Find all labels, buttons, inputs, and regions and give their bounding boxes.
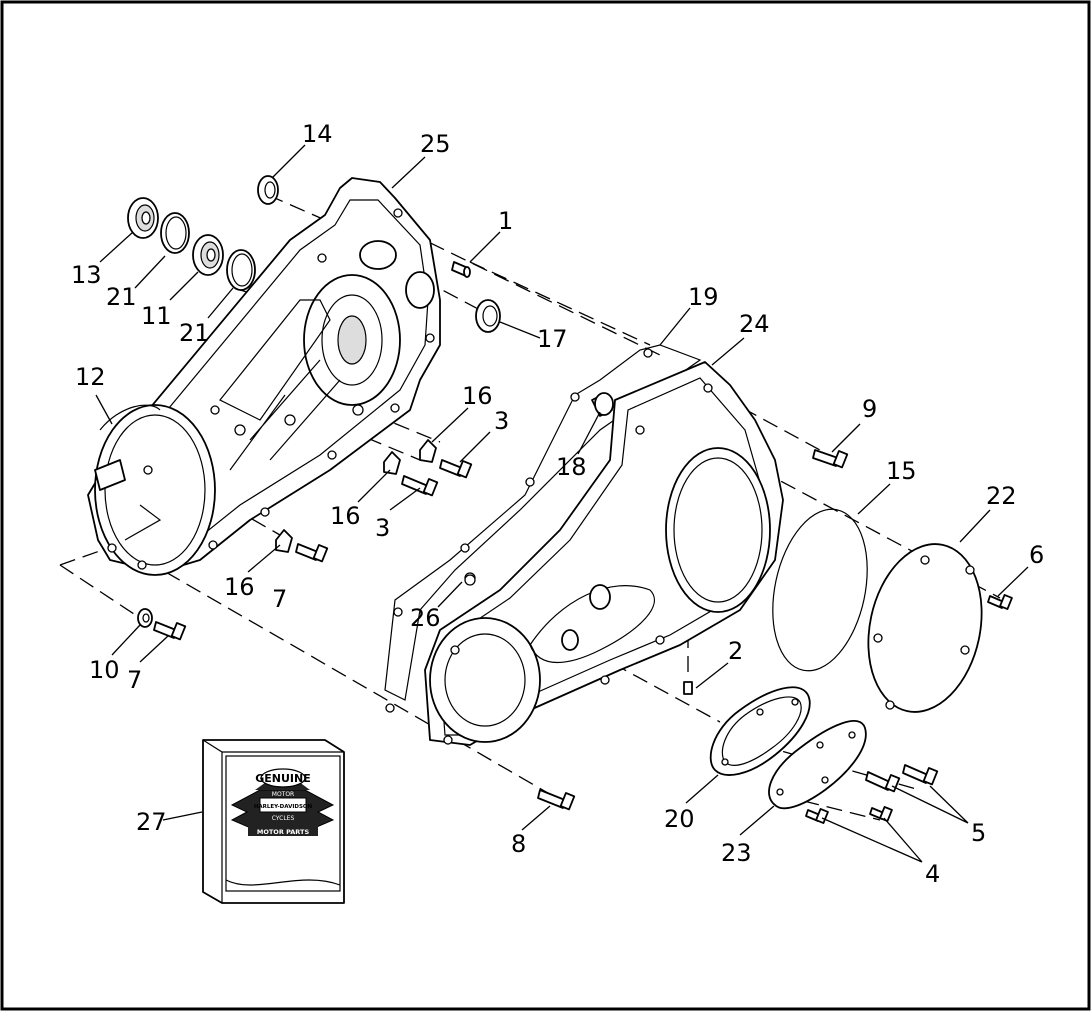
callout-19: 19 [688,283,719,311]
callout-12: 12 [75,363,106,391]
callout-10: 10 [89,656,120,684]
callout-22: 22 [986,482,1017,510]
screw-part-7a [295,543,329,563]
callout-23: 23 [721,839,752,867]
gasket-part-20 [709,686,811,776]
callout-14: 14 [302,120,333,148]
screw-part-3b [401,475,439,497]
inner-primary-cover [87,177,441,576]
retaining-ring-part-21a [160,212,190,254]
callout-2: 2 [728,637,743,665]
lock-tab-part-16b [383,451,401,475]
callout-6: 6 [1029,541,1044,569]
callout-1: 1 [498,207,513,235]
bearing-part-11 [192,234,224,276]
callout-16-middle: 16 [330,502,361,530]
callout-27: 27 [136,808,167,836]
callout-3-upper: 3 [494,407,509,435]
callout-25: 25 [420,130,451,158]
callout-20: 20 [664,805,695,833]
harley-davidson-logo: GENUINE MOTOR HARLEY-DAVIDSON CYCLES MOT… [230,768,335,836]
screw-part-6 [987,594,1013,610]
outer-primary-cover [424,361,784,746]
screw-part-8 [537,789,576,811]
screw-part-4b [805,808,829,824]
genuine-parts-box-27: GENUINE MOTOR HARLEY-DAVIDSON CYCLES MOT… [202,739,345,904]
logo-hd-text: HARLEY-DAVIDSON [254,804,313,810]
seal-part-14 [257,175,279,205]
logo-cycles-text: CYCLES [272,815,295,822]
callout-24: 24 [739,310,770,338]
o-ring-part-15 [772,508,868,672]
callout-9: 9 [862,395,877,423]
callout-26: 26 [410,604,441,632]
screw-part-7b [153,621,187,641]
callout-21-lower: 21 [179,319,210,347]
logo-genuine-text: GENUINE [255,772,311,785]
callout-21-upper: 21 [106,283,137,311]
bearing-part-13 [127,197,159,239]
grommet-part-26 [464,574,476,586]
inspection-cover-part-23 [768,720,867,810]
callout-7-upper: 7 [272,585,287,613]
screw-part-5a [902,764,939,786]
screw-part-4a [869,806,893,822]
callout-13: 13 [71,261,102,289]
retaining-ring-part-21b [226,249,256,291]
callout-4: 4 [925,860,940,888]
screw-part-5b [865,771,901,793]
callout-8: 8 [511,830,526,858]
dowel-part-1 [451,261,471,278]
callout-16-lower: 16 [224,573,255,601]
callout-7-lower: 7 [127,666,142,694]
derby-cover-part-22 [867,543,983,713]
callout-15: 15 [886,457,917,485]
logo-motor-parts-text: MOTOR PARTS [257,828,310,836]
callout-labels: 14 25 1 13 21 11 21 17 19 24 12 16 3 18 … [71,120,1044,888]
seal-part-17 [475,299,501,333]
callout-11: 11 [141,302,172,330]
screw-part-9 [812,449,849,469]
screw-part-3a [439,459,473,479]
washer-part-10 [137,608,153,628]
lock-tab-part-16a [419,439,437,463]
callout-18: 18 [556,453,587,481]
callout-16-upper: 16 [462,382,493,410]
plug-part-2 [683,681,693,695]
logo-motor-text: MOTOR [272,791,294,798]
callout-leaders [95,144,1029,863]
gasket-part-12 [99,404,161,431]
callout-17: 17 [537,325,568,353]
bushing-part-18 [591,392,614,417]
callout-5: 5 [971,819,986,847]
callout-3-lower: 3 [375,514,390,542]
